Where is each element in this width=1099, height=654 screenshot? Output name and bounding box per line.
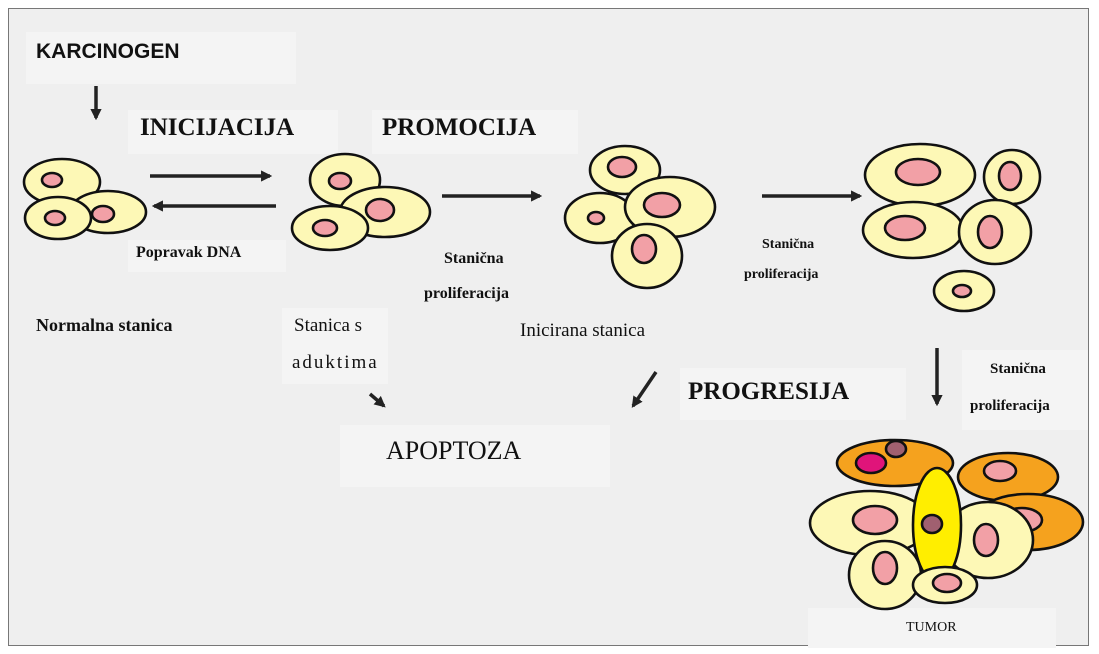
label-panels (26, 32, 1088, 648)
adduct-cells (290, 152, 432, 252)
dna-repair-panel (128, 240, 286, 272)
proliferation1-line2: proliferacija (424, 285, 510, 302)
dna-repair-label: Popravak DNA (136, 244, 242, 261)
normal-cell-label: Normalna stanica (36, 315, 173, 335)
initiated-cell-label: Inicirana stanica (520, 320, 646, 341)
apoptosis-label: APOPTOZA (386, 436, 522, 465)
proliferated-cells (861, 142, 1042, 313)
tumor-cells (808, 438, 1085, 611)
adduct-panel (282, 308, 388, 384)
carcinogen-label: KARCINOGEN (36, 40, 180, 63)
promotion-label: PROMOCIJA (382, 114, 537, 141)
normal-cells (22, 157, 148, 241)
initiation-label: INICIJACIJA (140, 114, 295, 141)
proliferation2-line2: proliferacija (744, 267, 819, 282)
tumor-label: TUMOR (906, 620, 957, 635)
promotion-panel (372, 110, 578, 154)
proliferation3-line1: Stanična (990, 361, 1046, 377)
progression-label: PROGRESIJA (688, 378, 850, 405)
tumor-panel (808, 608, 1056, 648)
adduct-cell-line1: Stanica s (294, 315, 363, 336)
apoptosis-panel (340, 425, 610, 487)
proliferation3-line2: proliferacija (970, 398, 1050, 414)
proliferation3-panel (962, 350, 1088, 430)
initiation-panel (128, 110, 338, 154)
initiated-apoptosis-arrow (631, 371, 658, 408)
initiated-cells (563, 144, 717, 290)
proliferation2-line1: Stanična (762, 237, 815, 252)
adduct-cell-line2: aduktima (292, 352, 379, 373)
proliferation1-line1: Stanična (444, 250, 504, 267)
title-panel (26, 32, 296, 84)
arrows (90, 86, 943, 408)
adduct-apoptosis-arrow (368, 392, 386, 408)
progression-panel (680, 368, 906, 420)
